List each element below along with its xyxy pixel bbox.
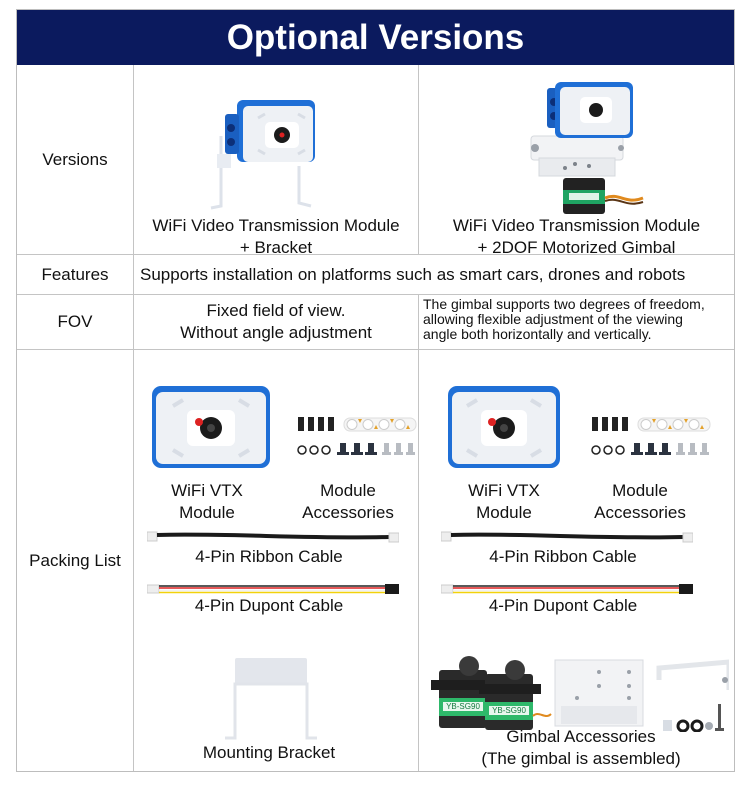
dupont-cable-caption-2: 4-Pin Dupont Cable	[488, 596, 638, 615]
dupont-cable-image	[147, 584, 399, 594]
packing-2-accessories-caption: Module Accessories	[575, 480, 705, 524]
features-cell: Supports installation on platforms such …	[134, 255, 734, 294]
module-accessories-image-2	[591, 417, 711, 455]
camera-module-with-gimbal-image	[530, 82, 644, 214]
dupont-cable-image-2	[441, 584, 693, 594]
accessories-caption-line1: Module	[320, 481, 376, 500]
gimbal-accessories-caption: Gimbal Accessories (The gimbal is assemb…	[428, 726, 734, 770]
fov-col2-line2: allowing flexible adjustment of the view…	[423, 311, 683, 327]
version-1-addon: + Bracket	[239, 238, 313, 257]
gimbal-caption-line1: Gimbal Accessories	[506, 727, 656, 746]
ribbon-cable-caption: 4-Pin Ribbon Cable	[195, 547, 343, 566]
accessories-caption-line1: Module	[612, 481, 668, 500]
accessories-caption-line2: Accessories	[302, 503, 394, 522]
row-label-features: Features	[17, 255, 133, 294]
fov-col1-cell: Fixed field of view. Without angle adjus…	[134, 295, 418, 349]
column-divider	[418, 65, 419, 255]
ribbon-cable-caption-2: 4-Pin Ribbon Cable	[489, 547, 637, 566]
version-1-name: WiFi Video Transmission Module	[152, 216, 400, 235]
column-divider	[133, 65, 134, 771]
fov-col2-line3: angle both horizontally and vertically.	[423, 326, 652, 342]
packing-list-label: Packing List	[29, 550, 121, 570]
row-divider	[17, 254, 734, 255]
versions-label: Versions	[42, 149, 108, 169]
version-2-caption: WiFi Video Transmission Module + 2DOF Mo…	[419, 215, 734, 259]
wifi-vtx-module-image-2	[448, 386, 560, 468]
version-1-caption: WiFi Video Transmission Module + Bracket	[134, 215, 418, 259]
module-accessories-image	[297, 417, 417, 455]
servo-label-2: YB-SG90	[492, 706, 526, 715]
gimbal-accessories-image: YB-SG90 YB-SG90	[431, 656, 729, 732]
mounting-bracket-caption: Mounting Bracket	[202, 743, 336, 762]
fov-col2-line1: The gimbal supports two degrees of freed…	[423, 296, 705, 312]
ribbon-cable-image-2	[441, 531, 693, 543]
optional-versions-table: Optional Versions Versions WiFi Video Tr…	[16, 9, 735, 772]
dupont-cable-caption: 4-Pin Dupont Cable	[194, 596, 344, 615]
wifi-vtx-module-image	[152, 386, 270, 468]
module-caption-line1: WiFi VTX	[468, 481, 540, 500]
fov-label: FOV	[57, 312, 93, 331]
module-caption-line2: Module	[476, 503, 532, 522]
version-2-addon: + 2DOF Motorized Gimbal	[477, 238, 676, 257]
row-label-versions: Versions	[17, 65, 133, 254]
fov-col2-cell: The gimbal supports two degrees of freed…	[423, 297, 734, 347]
packing-1-accessories-caption: Module Accessories	[283, 480, 413, 524]
row-label-packing-list: Packing List	[17, 350, 133, 771]
mounting-bracket-image	[225, 658, 317, 740]
fov-col1-line1: Fixed field of view.	[206, 301, 346, 320]
servo-label-1: YB-SG90	[446, 702, 480, 711]
camera-module-with-bracket-image	[210, 100, 315, 210]
features-label: Features	[41, 264, 109, 284]
packing-1-module-caption: WiFi VTX Module	[147, 480, 267, 524]
accessories-caption-line2: Accessories	[594, 503, 686, 522]
gimbal-caption-line2: (The gimbal is assembled)	[481, 749, 681, 768]
module-caption-line1: WiFi VTX	[171, 481, 243, 500]
table-title: Optional Versions	[17, 10, 734, 65]
row-divider	[17, 294, 734, 295]
row-divider	[17, 349, 734, 350]
column-divider	[418, 294, 419, 771]
features-text: Supports installation on platforms such …	[140, 264, 686, 284]
module-caption-line2: Module	[179, 503, 235, 522]
packing-2-module-caption: WiFi VTX Module	[444, 480, 564, 524]
fov-col1-line2: Without angle adjustment	[180, 323, 372, 342]
version-2-name: WiFi Video Transmission Module	[452, 216, 701, 235]
ribbon-cable-image	[147, 531, 399, 543]
row-label-fov: FOV	[17, 295, 133, 349]
